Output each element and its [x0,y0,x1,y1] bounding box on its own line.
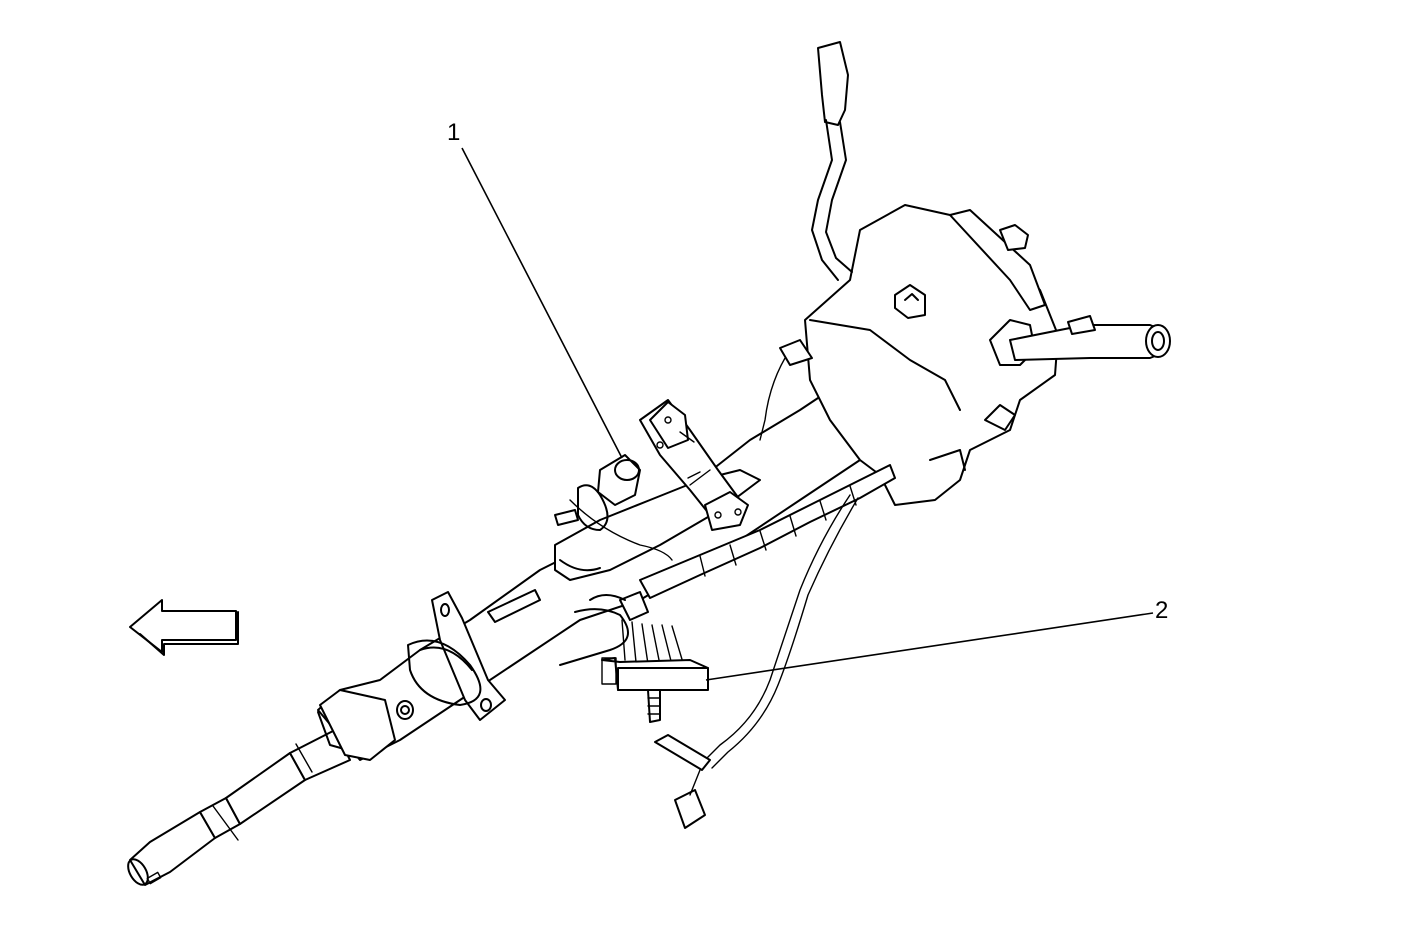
upper-mounting-bracket [639,399,749,531]
harness-connector [601,619,709,723]
multifunction-lever [1009,315,1171,361]
shift-lever [811,41,853,281]
callout-2-label: 2 [1155,597,1168,624]
left-arrow-icon [129,599,239,656]
column-upper-housing [804,204,1059,506]
callout-1: 1 [447,119,623,459]
ignition-switch-assembly [554,454,673,561]
callout-1-label: 1 [447,119,460,146]
intermediate-shaft [127,729,351,886]
wiring-harness [559,339,896,829]
callout-1-leader [461,147,623,459]
callout-2-leader [705,612,1154,681]
lower-mounting-bracket [407,591,506,721]
callout-2: 2 [705,597,1168,681]
column-tube [317,389,881,761]
